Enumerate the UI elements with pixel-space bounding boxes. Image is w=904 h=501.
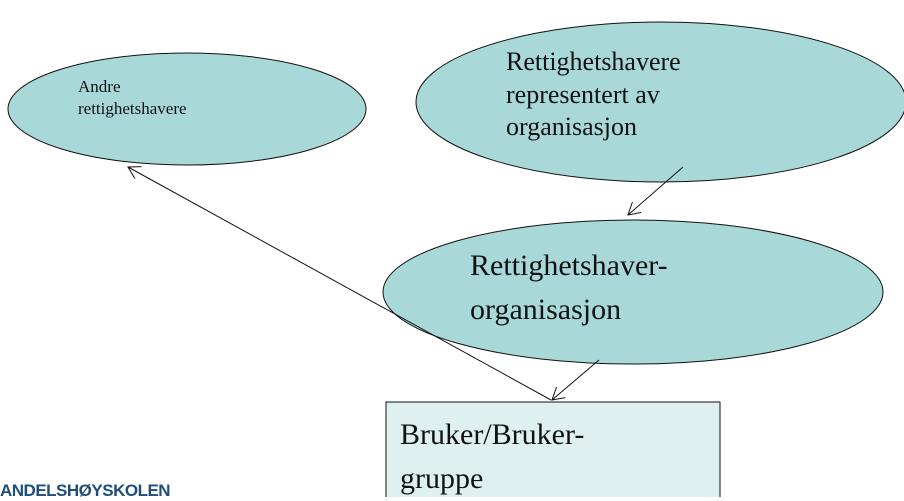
school-logo-text: ANDELSHØYSKOLEN xyxy=(0,481,171,500)
node-andre-label-line2: rettighetshavere xyxy=(78,99,187,119)
node-rettighetshavere-representert xyxy=(415,21,904,183)
node-andre-label-line1: Andre xyxy=(78,77,121,96)
node-organisasjon-label-line1: Rettighetshaver- xyxy=(470,249,668,282)
node-organisasjon-label: Rettighetshaver- organisasjon xyxy=(470,244,668,331)
node-representert-label: Rettighetshavere representert av organis… xyxy=(506,46,681,144)
node-bruker-label-line1: Bruker/Bruker- xyxy=(400,418,585,451)
node-bruker-gruppe xyxy=(385,401,721,497)
node-bruker-label: Bruker/Bruker- gruppe xyxy=(400,413,584,500)
node-andre-rettighetshavere xyxy=(7,52,367,166)
node-representert-label-line3: organisasjon xyxy=(506,112,637,141)
node-organisasjon-label-line2: organisasjon xyxy=(470,292,622,326)
node-bruker-label-line2: gruppe xyxy=(400,461,484,495)
node-andre-label: Andre rettighetshavere xyxy=(78,76,187,120)
edge-representert-to-organisasjon xyxy=(628,166,684,215)
node-rettighetshaver-organisasjon xyxy=(382,219,884,365)
edge-bruker-to-andre xyxy=(128,167,552,401)
node-representert-label-line2: representert av xyxy=(506,79,660,109)
edge-organisasjon-to-bruker xyxy=(552,359,600,400)
node-representert-label-line1: Rettighetshavere xyxy=(506,47,681,76)
